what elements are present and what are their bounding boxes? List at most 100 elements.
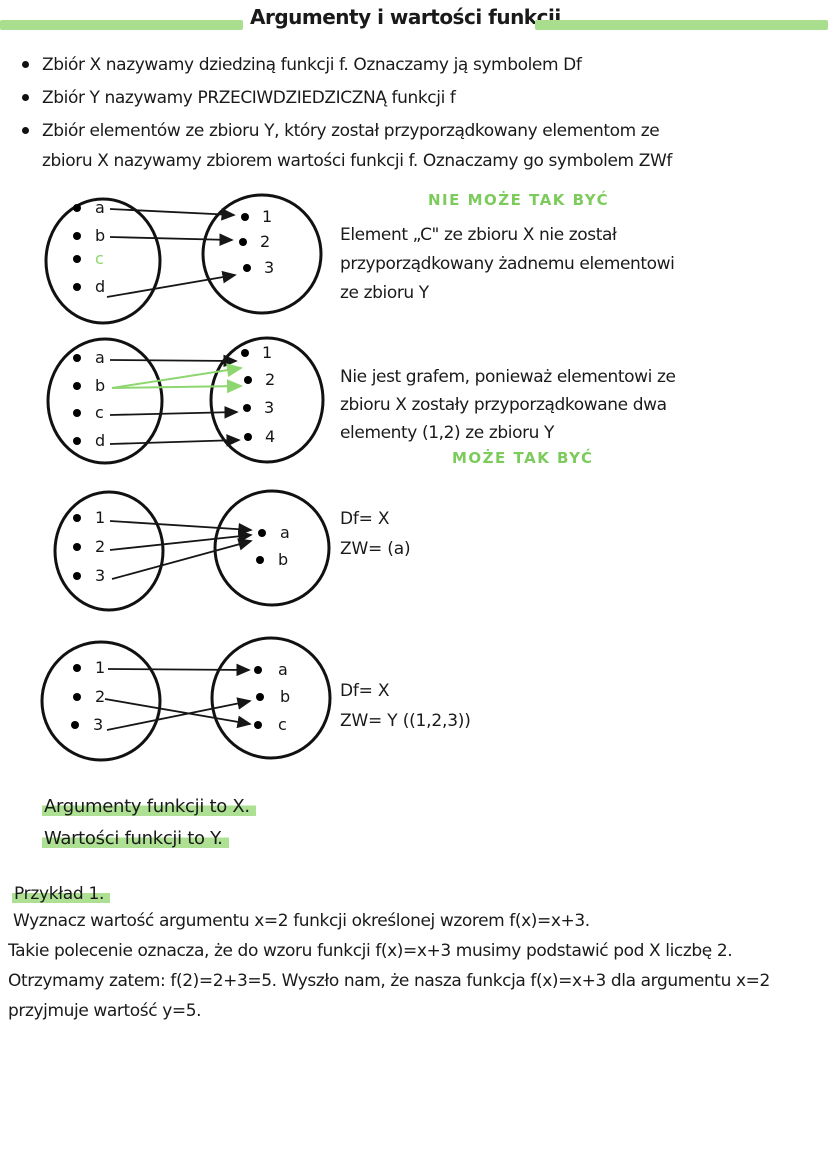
example-line: Wyznacz wartość argumentu x=2 funkcji ok…: [8, 911, 590, 931]
element-dot: [73, 382, 81, 390]
mapping-arrows: [109, 520, 253, 580]
set-y-ellipse: [210, 636, 332, 760]
element-dot: [73, 354, 81, 362]
element-label: a: [278, 660, 288, 679]
set-y-ellipse: [201, 193, 323, 315]
mapping-diagram-2: a b c d 1 2 3 4: [46, 336, 325, 465]
element-label: 1: [95, 658, 105, 677]
note-line: zbioru X zostały przyporządkowane dwa: [340, 395, 667, 415]
set-x-ellipse: [53, 490, 165, 612]
element-label: c: [278, 715, 287, 734]
example-paragraph: Wyznacz wartość argumentu x=2 funkcji ok…: [8, 906, 818, 1026]
element-dot: [241, 349, 249, 357]
highlighted-summary: Argumenty funkcji to X. Wartości funkcji…: [42, 791, 256, 855]
element-dot: [71, 721, 79, 729]
mapping-arrows: [104, 663, 252, 731]
mapping-diagram-3: 1 2 3 a b: [53, 489, 331, 612]
highlight-note-arguments: Argumenty funkcji to X.: [42, 791, 256, 823]
values-line: ZW= Y ((1,2,3)): [340, 711, 471, 731]
element-dot: [256, 556, 264, 564]
element-dot: [254, 721, 262, 729]
element-label: d: [95, 277, 105, 296]
element-label: a: [95, 348, 105, 367]
element-dot: [254, 666, 262, 674]
bullet-text: Zbiór X nazywamy dziedziną funkcji f. Oz…: [42, 55, 582, 75]
element-label: 1: [262, 343, 272, 362]
set-x-ellipse: [46, 337, 164, 465]
example-line: Otrzymamy zatem: f(2)=2+3=5. Wyszło nam,…: [8, 971, 770, 991]
page-title: Argumenty i wartości funkcji: [250, 5, 561, 29]
note-line: przyporządkowany żadnemu elementowi: [340, 254, 675, 274]
bullet-text: Zbiór Y nazywamy PRZECIWDZIEDZICZNĄ funk…: [42, 88, 456, 108]
diagram-2-note: Nie jest grafem, ponieważ elementowi ze …: [340, 363, 676, 447]
values-line: ZW= (a): [340, 539, 411, 559]
bullet-item: Zbiór elementów ze zbioru Y, który zosta…: [22, 116, 802, 176]
set-x-ellipse: [44, 197, 162, 325]
title-bar-left-decoration: [0, 20, 243, 30]
diagram-1-note: Element „C" ze zbioru X nie został przyp…: [340, 221, 675, 308]
element-label: d: [95, 431, 105, 450]
element-dot: [73, 255, 81, 263]
element-label-unmapped: c: [95, 249, 104, 268]
element-dot: [73, 543, 81, 551]
element-dot: [73, 664, 81, 672]
mapping-arrows: [109, 354, 241, 447]
function-notation-1: Df= X ZW= (a): [340, 504, 411, 564]
element-label: 1: [262, 207, 272, 226]
element-dot: [73, 572, 81, 580]
element-dot: [73, 232, 81, 240]
element-label: 2: [95, 687, 105, 706]
title-bar-right-decoration: [535, 20, 828, 30]
element-dot: [241, 213, 249, 221]
element-label: b: [95, 226, 105, 245]
note-line: Element „C" ze zbioru X nie został: [340, 225, 617, 245]
note-line: ze zbioru Y: [340, 283, 429, 303]
function-notation-2: Df= X ZW= Y ((1,2,3)): [340, 676, 471, 736]
bullet-item: Zbiór X nazywamy dziedziną funkcji f. Oz…: [22, 50, 802, 80]
set-y-ellipse: [213, 489, 331, 607]
element-label: c: [95, 403, 104, 422]
element-dot: [73, 514, 81, 522]
element-dot: [258, 529, 266, 537]
element-label: b: [280, 687, 290, 706]
example-line: przyjmuje wartość y=5.: [8, 1001, 202, 1021]
bullet-dot-icon: [22, 61, 29, 68]
mapping-arrows: [106, 208, 237, 298]
element-label: 3: [93, 715, 103, 734]
example-heading: Przykład 1.: [12, 878, 111, 910]
bullet-item: Zbiór Y nazywamy PRZECIWDZIEDZICZNĄ funk…: [22, 83, 802, 113]
element-label: 3: [95, 566, 105, 585]
set-x-ellipse: [40, 640, 162, 762]
element-dot: [239, 238, 247, 246]
element-label: 2: [265, 370, 275, 389]
note-line: Nie jest grafem, ponieważ elementowi ze: [340, 367, 676, 387]
element-dot: [73, 693, 81, 701]
definition-bullet-list: Zbiór X nazywamy dziedziną funkcji f. Oz…: [22, 50, 802, 179]
element-label: a: [280, 523, 290, 542]
element-label: 3: [264, 398, 274, 417]
bullet-dot-icon: [22, 94, 29, 101]
element-label: 2: [95, 537, 105, 556]
bullet-text: zbioru X nazywamy zbiorem wartości funkc…: [42, 151, 672, 171]
element-dot: [73, 283, 81, 291]
bullet-dot-icon: [22, 127, 29, 134]
mapping-diagram-4: 1 2 3 a b c: [40, 636, 332, 762]
domain-line: Df= X: [340, 681, 390, 701]
element-dot: [244, 376, 252, 384]
example-line: Takie polecenie oznacza, że do wzoru fun…: [8, 941, 733, 961]
element-dot: [243, 264, 251, 272]
status-label-invalid: NIE MOŻE TAK BYĆ: [428, 191, 610, 209]
element-dot: [244, 433, 252, 441]
element-label: 2: [260, 232, 270, 251]
element-label: b: [95, 376, 105, 395]
mapping-diagram-1: a b c d 1 2 3: [44, 193, 323, 325]
element-dot: [73, 437, 81, 445]
element-label: 1: [95, 508, 105, 527]
set-y-ellipse: [209, 336, 325, 464]
bullet-text: Zbiór elementów ze zbioru Y, który zosta…: [42, 121, 660, 141]
element-dot: [243, 404, 251, 412]
domain-line: Df= X: [340, 509, 390, 529]
element-label: a: [95, 198, 105, 217]
element-label: 3: [264, 258, 274, 277]
